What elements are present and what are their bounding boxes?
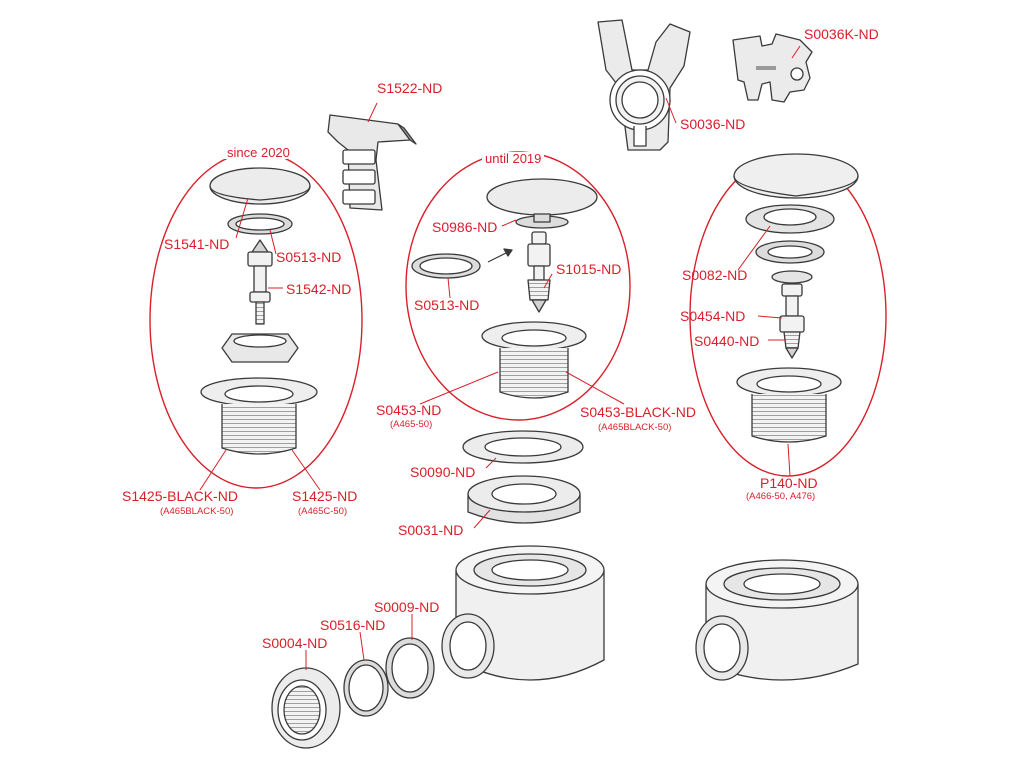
leader-s0031 (473, 509, 491, 529)
s0036-wrench-shape (597, 19, 691, 151)
leader-s0036 (665, 97, 677, 124)
leader-s0516 (359, 631, 365, 661)
part-note-s0453-black: (A465BLACK-50) (598, 422, 672, 433)
part-label-s0440: S0440-ND (694, 333, 760, 349)
s0082-seal-shape (745, 204, 835, 264)
s1522-tool-shape (327, 114, 417, 211)
part-label-s0036k: S0036K-ND (804, 26, 879, 42)
part-label-s0513-a: S0513-ND (276, 249, 342, 265)
s0009-ring-shape (385, 637, 435, 699)
part-note-s1425-black: (A465BLACK-50) (160, 506, 234, 517)
part-label-s1425: S1425-ND (292, 488, 358, 504)
part-label-s0036: S0036-ND (680, 116, 746, 132)
part-note-p140: (A466-50, A476) (746, 491, 816, 502)
part-label-s0454: S0454-ND (680, 308, 746, 324)
s0516-ring-shape (343, 659, 389, 717)
part-label-p140: P140-ND (760, 475, 818, 491)
part-note-s0453: (A465-50) (390, 419, 433, 430)
leader-s1015 (543, 273, 553, 289)
part-label-s0986: S0986-ND (432, 219, 498, 235)
p140-cap-shape (733, 153, 859, 199)
leader-s0986 (501, 219, 517, 227)
part-label-s1015: S1015-ND (556, 261, 622, 277)
part-label-s0082: S0082-ND (682, 267, 748, 283)
s0090-gasket-shape (462, 430, 584, 464)
part-label-s0031: S0031-ND (398, 522, 464, 538)
s0004-nut-shape (271, 667, 341, 749)
leader-s0513-a (269, 229, 277, 255)
leader-s1425 (291, 449, 321, 491)
part-label-s0516: S0516-ND (320, 617, 386, 633)
leader-s0082 (737, 225, 771, 271)
part-label-s1542: S1542-ND (286, 281, 352, 297)
s1015-spindle-shape (527, 231, 551, 313)
part-label-s1522: S1522-ND (377, 80, 443, 96)
leader-s1425-black (199, 449, 227, 491)
group-label-since-2020: since 2020 (224, 146, 293, 159)
leader-s0513-b (447, 277, 451, 299)
group-label-until-2019: until 2019 (482, 152, 545, 165)
s1541-cap-shape (209, 167, 311, 205)
leader-s0090 (485, 457, 497, 469)
leader-s1541 (235, 197, 249, 239)
leader-s0453-black (565, 371, 625, 405)
s0454-spindle-shape (771, 270, 813, 359)
p140-body-shape (736, 367, 842, 443)
part-label-s0453: S0453-ND (376, 402, 442, 418)
s0513-ring-b-shape (411, 253, 481, 279)
trap-body-left-shape (441, 545, 605, 681)
leader-s1522 (367, 102, 378, 123)
leader-s0454 (757, 315, 783, 319)
leader-p140 (787, 443, 791, 477)
s1542-nut-shape (221, 333, 299, 363)
part-label-s0004: S0004-ND (262, 635, 328, 651)
s0513-ring-a-shape (227, 213, 293, 235)
part-label-s1541: S1541-ND (164, 236, 230, 252)
leader-s0036k (791, 45, 801, 59)
part-label-s0090: S0090-ND (410, 464, 476, 480)
assembly-arrow-shape (487, 248, 513, 263)
part-note-s1425: (A465C-50) (298, 506, 348, 517)
part-label-s1425-black: S1425-BLACK-ND (122, 488, 238, 504)
s1542-spindle-shape (247, 239, 273, 325)
s0986-cap-shape (486, 178, 598, 229)
s0031-gasket-shape (467, 475, 581, 524)
part-label-s0513-b: S0513-ND (414, 297, 480, 313)
trap-body-right-shape (695, 559, 859, 681)
s0036k-key-shape (732, 33, 813, 103)
part-label-s0453-black: S0453-BLACK-ND (580, 404, 696, 420)
s0453-body-shape (481, 321, 587, 399)
part-label-s0009: S0009-ND (374, 599, 440, 615)
leader-s0453 (419, 371, 499, 405)
s1425-body-shape (200, 377, 318, 455)
